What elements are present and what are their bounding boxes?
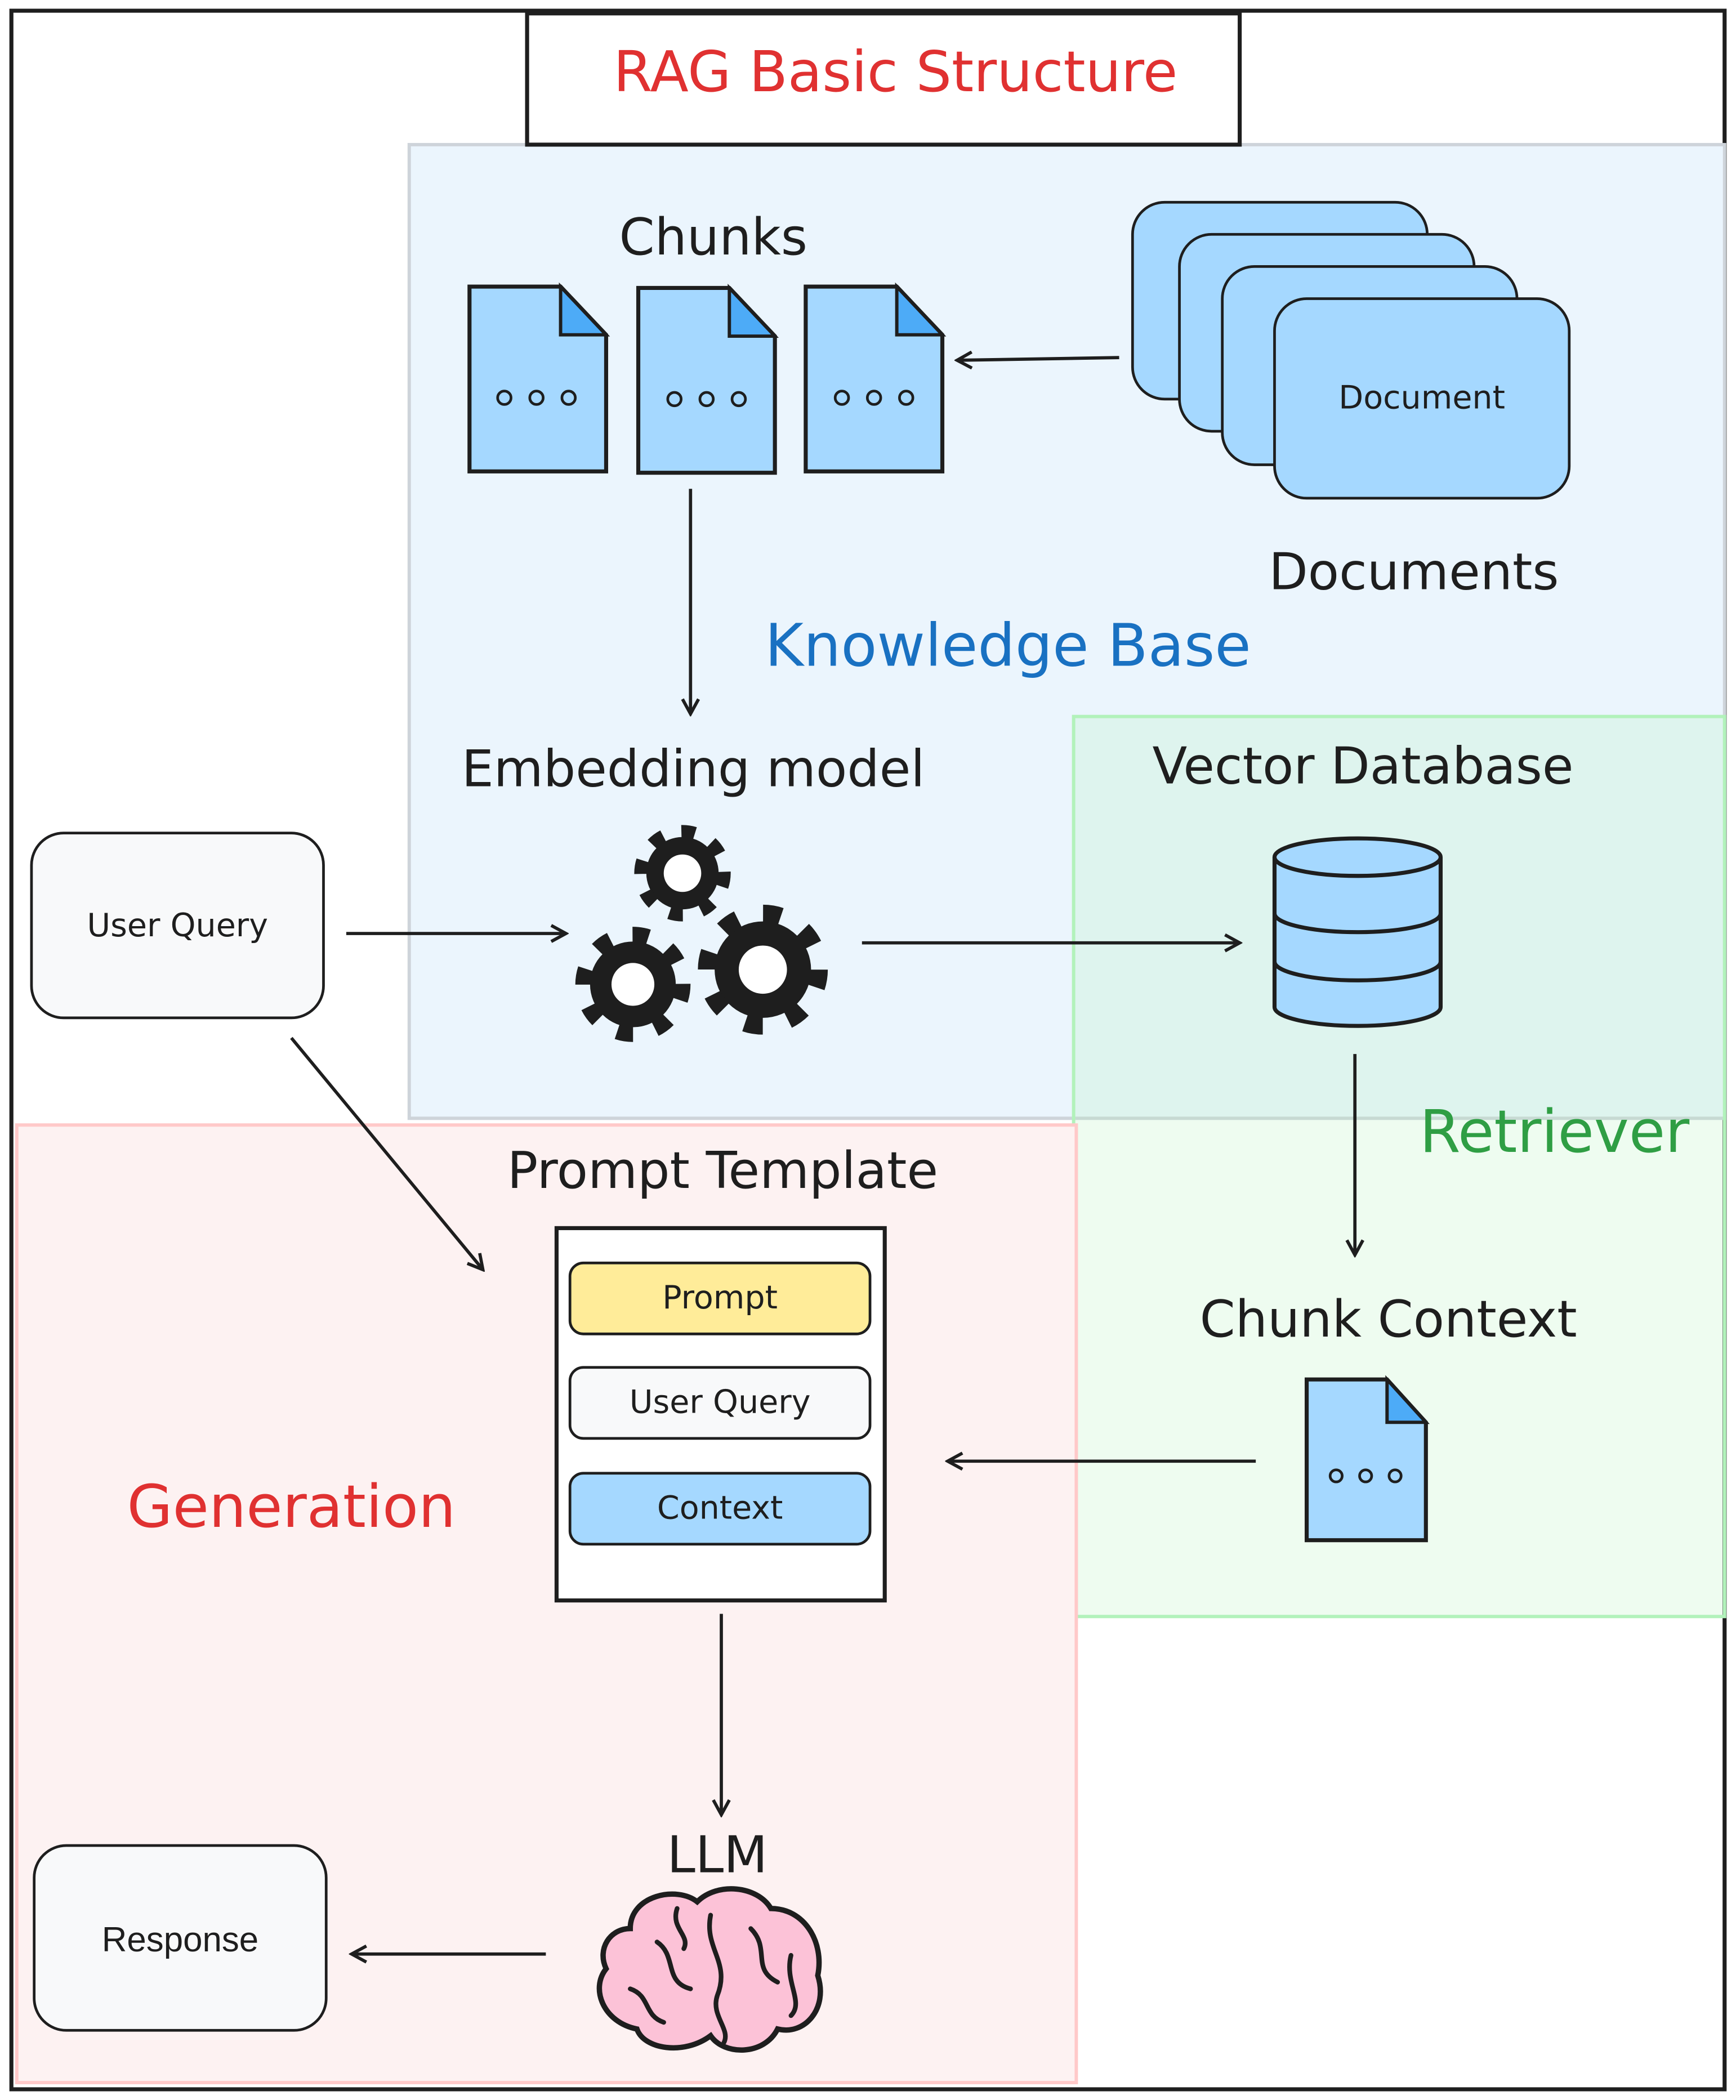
arrow-documents-to-chunks [957, 358, 1119, 360]
title-box [525, 11, 1242, 147]
chunks-label: Chunks [619, 208, 807, 267]
arrow-query-to-prompt-template [290, 1036, 483, 1270]
chunk-context-doc-icon [1304, 1375, 1430, 1543]
prompt-template-label: Prompt Template [507, 1141, 938, 1200]
document-label: Document [1338, 379, 1505, 417]
chunk-doc-icon [636, 283, 779, 475]
database-icon [1272, 836, 1443, 1028]
response-node: Response [33, 1844, 328, 2032]
user-query-node: User Query [30, 832, 325, 1020]
generation-label: Generation [127, 1472, 456, 1541]
gears-icon [575, 825, 828, 1042]
documents-label: Documents [1269, 543, 1559, 602]
template-item-prompt: Prompt [568, 1261, 872, 1335]
brain-icon [596, 1886, 823, 2053]
llm-label: LLM [667, 1826, 768, 1885]
knowledge-base-label: Knowledge Base [765, 611, 1251, 680]
vector-database-label: Vector Database [1153, 737, 1574, 796]
embedding-model-label: Embedding model [462, 739, 925, 798]
template-item-context: Context [568, 1472, 872, 1546]
response-label: Response [102, 1920, 258, 1959]
template-item-user-query: User Query [568, 1366, 872, 1440]
diagram-title: RAG Basic Structure [613, 39, 1177, 105]
documents-stack [1131, 200, 1571, 500]
user-query-label: User Query [87, 907, 268, 944]
template-item-label: User Query [630, 1384, 811, 1421]
chunk-doc-icon [804, 282, 947, 473]
retriever-label: Retriever [1420, 1097, 1690, 1166]
chunk-context-label: Chunk Context [1200, 1290, 1577, 1349]
chunk-doc-icon [467, 282, 610, 473]
template-item-label: Context [657, 1490, 783, 1527]
template-item-label: Prompt [662, 1279, 778, 1316]
